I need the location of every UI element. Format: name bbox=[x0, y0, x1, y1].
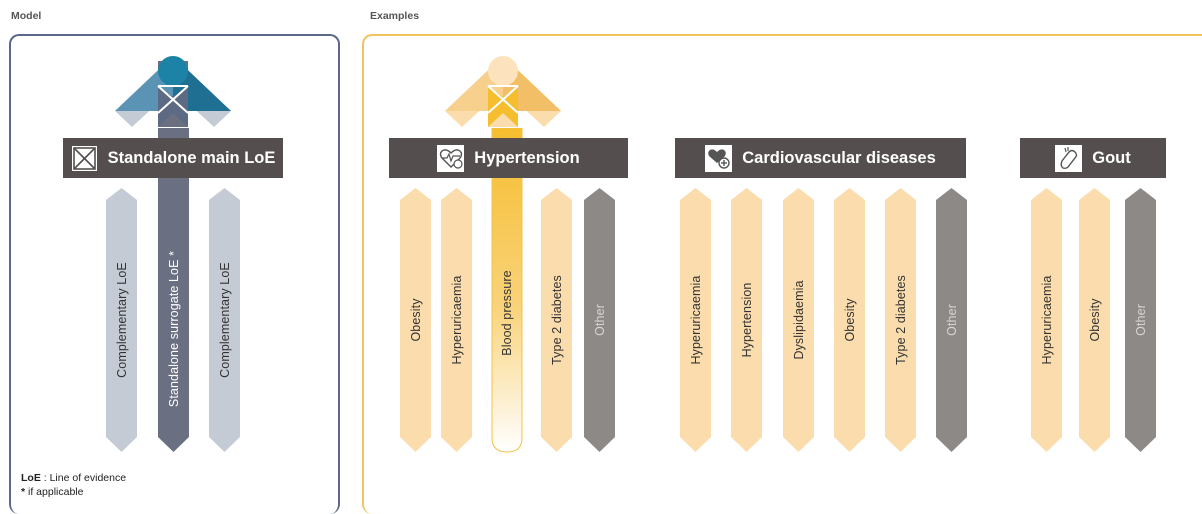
model-arrow-complementary-right: Complementary LoE bbox=[209, 188, 240, 452]
hypertension-arrow-obesity: Obesity bbox=[400, 188, 431, 452]
arrow-label: Standalone surrogate LoE * bbox=[166, 250, 181, 407]
arrow-label: Hyperuricaemia bbox=[449, 275, 464, 365]
legend-loe-key: LoE bbox=[21, 472, 41, 484]
arrow-label: Obesity bbox=[408, 298, 423, 342]
gout-arrow-other: Other bbox=[1125, 188, 1156, 452]
cardio-arrow-dyslipidaemia: Dyslipidaemia bbox=[783, 188, 814, 452]
heart-plus-icon bbox=[705, 144, 733, 172]
hypertension-arrow-blood-pressure: Blood pressure bbox=[491, 128, 523, 453]
examples-frame bbox=[362, 34, 1202, 514]
legend-star-key: * bbox=[21, 486, 26, 498]
examples-section-label: Examples bbox=[370, 10, 420, 22]
model-banner-title: Standalone main LoE bbox=[107, 148, 276, 167]
gout-banner-title: Gout bbox=[1092, 148, 1131, 167]
hypertension-arrow-type2-diabetes: Type 2 diabetes bbox=[541, 188, 572, 452]
cardio-banner: Cardiovascular diseases bbox=[675, 138, 966, 178]
cardio-banner-title: Cardiovascular diseases bbox=[742, 148, 936, 167]
hypertension-arrow-head bbox=[445, 56, 561, 127]
hypertension-arrow-hyperuricaemia: Hyperuricaemia bbox=[441, 188, 472, 452]
arrow-label: Hyperuricaemia bbox=[688, 275, 703, 365]
cardio-arrow-hypertension: Hypertension bbox=[731, 188, 762, 452]
hypertension-arrow-other: Other bbox=[584, 188, 615, 452]
hypertension-banner-title: Hypertension bbox=[474, 148, 580, 167]
arrow-label: Hypertension bbox=[739, 282, 754, 358]
arrow-label: Blood pressure bbox=[500, 270, 514, 356]
arrow-label: Complementary LoE bbox=[217, 262, 232, 378]
arrow-label: Other bbox=[1133, 304, 1148, 336]
arrow-label: Type 2 diabetes bbox=[549, 275, 564, 365]
cardio-arrow-hyperuricaemia: Hyperuricaemia bbox=[680, 188, 711, 452]
legend-star: * if applicable bbox=[21, 485, 126, 499]
model-arrow-head bbox=[115, 56, 231, 127]
arrow-label: Dyslipidaemia bbox=[791, 280, 806, 360]
arrow-label: Hyperuricaemia bbox=[1039, 275, 1054, 365]
cardio-arrow-type2-diabetes: Type 2 diabetes bbox=[885, 188, 916, 452]
arrow-label: Other bbox=[592, 304, 607, 336]
arrow-label: Obesity bbox=[1087, 298, 1102, 342]
crossed-box-icon bbox=[71, 145, 98, 172]
model-banner: Standalone main LoE bbox=[63, 138, 283, 178]
legend-loe-text: : Line of evidence bbox=[40, 472, 127, 484]
foot-icon bbox=[1055, 144, 1083, 172]
legend-star-text: if applicable bbox=[25, 486, 84, 498]
cardio-arrow-other: Other bbox=[936, 188, 967, 452]
cardio-arrow-obesity: Obesity bbox=[834, 188, 865, 452]
arrow-label: Type 2 diabetes bbox=[893, 275, 908, 365]
legend-loe: LoE : Line of evidence bbox=[21, 471, 126, 485]
arrow-label: Obesity bbox=[842, 298, 857, 342]
arrow-label: Other bbox=[944, 304, 959, 336]
model-arrow-surrogate: Standalone surrogate LoE * bbox=[158, 128, 189, 452]
heart-monitor-icon bbox=[437, 144, 465, 172]
gout-banner: Gout bbox=[1020, 138, 1166, 178]
legend: LoE : Line of evidence * if applicable bbox=[21, 471, 126, 499]
hypertension-banner: Hypertension bbox=[389, 138, 628, 178]
arrow-label: Complementary LoE bbox=[114, 262, 129, 378]
gout-arrow-obesity: Obesity bbox=[1079, 188, 1110, 452]
model-frame bbox=[9, 34, 340, 514]
model-section-label: Model bbox=[11, 10, 42, 22]
gout-arrow-hyperuricaemia: Hyperuricaemia bbox=[1031, 188, 1062, 452]
model-arrow-complementary-left: Complementary LoE bbox=[106, 188, 137, 452]
